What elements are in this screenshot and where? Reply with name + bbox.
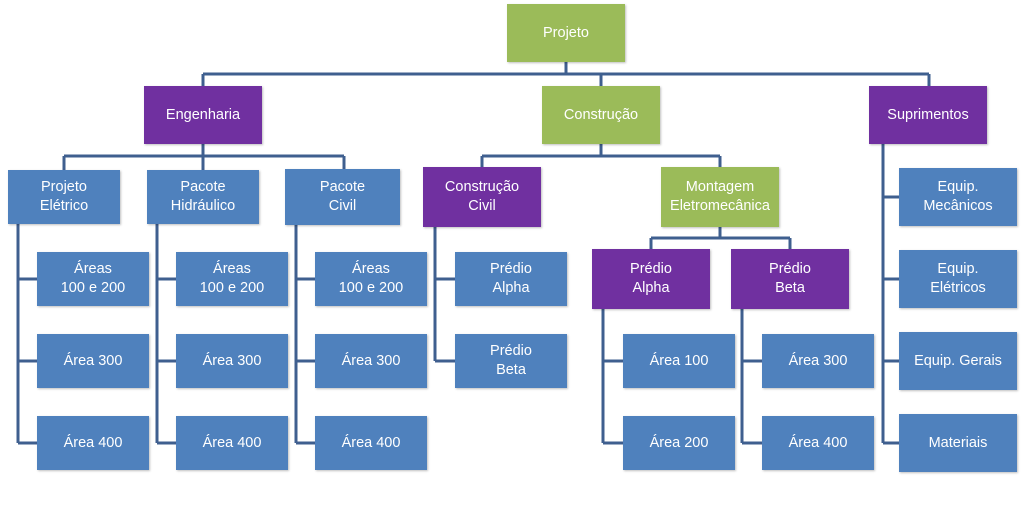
- node-pacote-hidraulico: Pacote Hidráulico: [147, 170, 259, 224]
- node-engenharia: Engenharia: [144, 86, 262, 144]
- node-pb-area-300: Área 300: [762, 334, 874, 388]
- node-suprimentos: Suprimentos: [869, 86, 987, 144]
- node-ph-area-300: Área 300: [176, 334, 288, 388]
- node-pe-area-300: Área 300: [37, 334, 149, 388]
- node-pa-area-200: Área 200: [623, 416, 735, 470]
- node-pc-areas-100-200: Áreas 100 e 200: [315, 252, 427, 306]
- node-construcao-civil: Construção Civil: [423, 167, 541, 227]
- node-projeto-eletrico: Projeto Elétrico: [8, 170, 120, 224]
- node-montagem-eletromecanica: Montagem Eletromecânica: [661, 167, 779, 227]
- node-pe-area-400: Área 400: [37, 416, 149, 470]
- node-equip-eletricos: Equip. Elétricos: [899, 250, 1017, 308]
- node-materiais: Materiais: [899, 414, 1017, 472]
- node-pe-areas-100-200: Áreas 100 e 200: [37, 252, 149, 306]
- node-cc-predio-beta: Prédio Beta: [455, 334, 567, 388]
- node-pc-area-300: Área 300: [315, 334, 427, 388]
- node-me-predio-beta: Prédio Beta: [731, 249, 849, 309]
- node-ph-area-400: Área 400: [176, 416, 288, 470]
- node-construcao: Construção: [542, 86, 660, 144]
- node-cc-predio-alpha: Prédio Alpha: [455, 252, 567, 306]
- node-pb-area-400: Área 400: [762, 416, 874, 470]
- node-projeto: Projeto: [507, 4, 625, 62]
- node-pa-area-100: Área 100: [623, 334, 735, 388]
- node-me-predio-alpha: Prédio Alpha: [592, 249, 710, 309]
- node-pc-area-400: Área 400: [315, 416, 427, 470]
- node-equip-mecanicos: Equip. Mecânicos: [899, 168, 1017, 226]
- node-equip-gerais: Equip. Gerais: [899, 332, 1017, 390]
- node-ph-areas-100-200: Áreas 100 e 200: [176, 252, 288, 306]
- node-pacote-civil: Pacote Civil: [285, 169, 400, 225]
